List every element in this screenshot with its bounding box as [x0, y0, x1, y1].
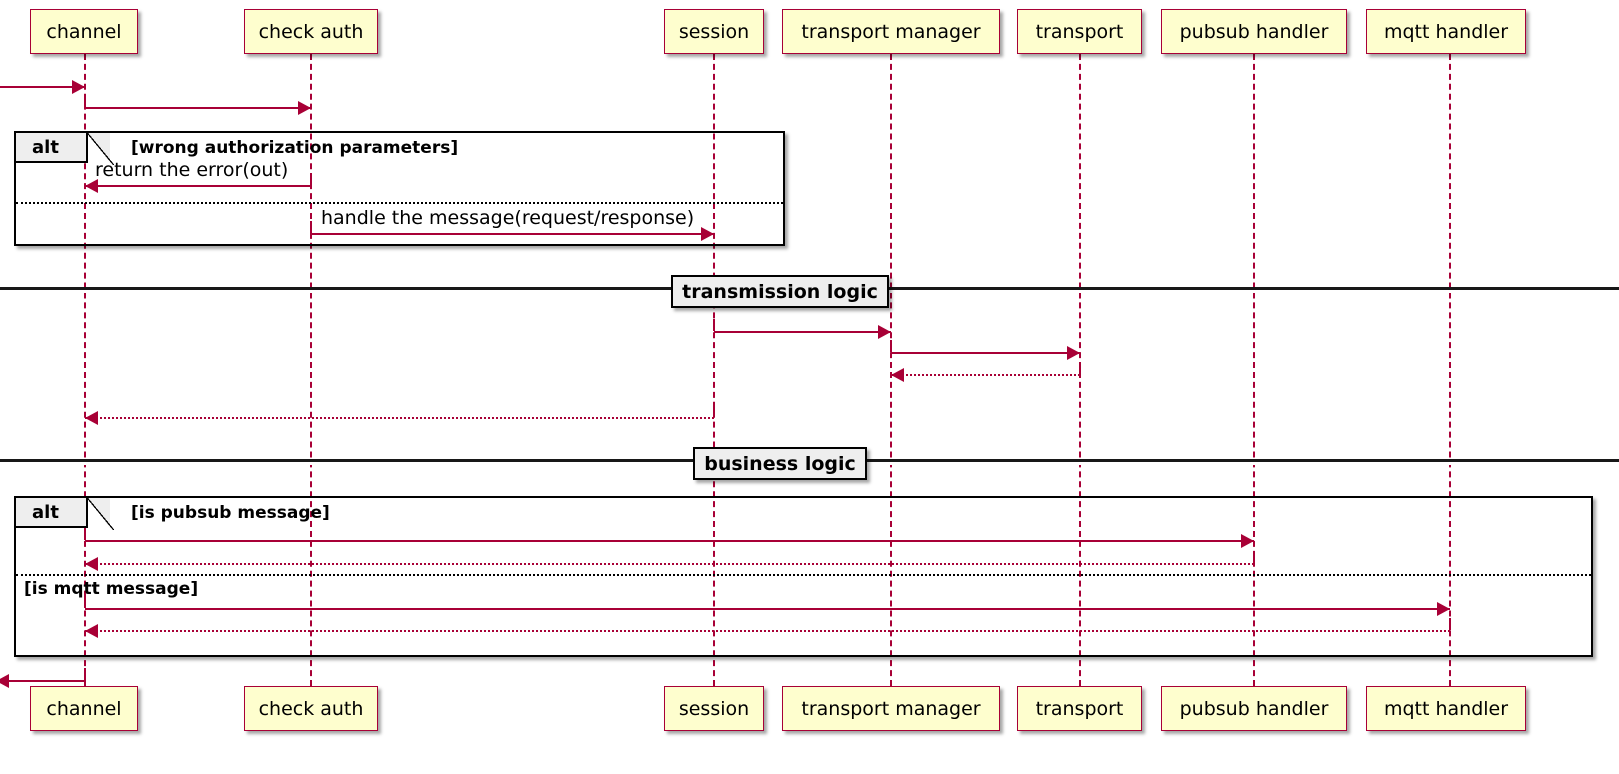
participant-label: mqtt handler [1383, 20, 1509, 43]
participant-label: channel [46, 20, 122, 43]
fragment-operator-auth-alt: alt [16, 133, 88, 163]
fragment-notch-edge-business-alt [86, 496, 114, 530]
participant-top-channel[interactable]: channel [30, 9, 138, 54]
divider-transmission-logic: transmission logic [671, 275, 889, 308]
participant-top-transport-manager[interactable]: transport manager [782, 9, 1000, 54]
message-arrowhead-m6 [1067, 346, 1080, 360]
message-line-m11 [85, 608, 1450, 610]
message-stub-m10 [1253, 551, 1255, 563]
message-arrowhead-m13 [0, 674, 9, 688]
participant-label: pubsub handler [1179, 20, 1329, 43]
participant-label: session [678, 697, 750, 720]
fragment-guard-secondary-business-alt: [is mqtt message] [24, 579, 199, 599]
lifeline-pubsub-handler [1253, 54, 1255, 686]
message-arrowhead-m3 [85, 179, 98, 193]
message-stub-m6 [890, 340, 892, 352]
divider-label: transmission logic [682, 280, 878, 303]
message-arrowhead-m8 [85, 411, 98, 425]
message-line-m5 [714, 331, 891, 333]
participant-label: transport manager [801, 20, 981, 43]
message-line-m9 [85, 540, 1254, 542]
divider-business-logic: business logic [693, 447, 867, 480]
fragment-auth-alt: alt [wrong authorization parameters] [14, 131, 785, 246]
message-stub-m9 [84, 528, 86, 540]
fragment-divider-business-alt [16, 574, 1591, 576]
message-stub-m3 [310, 173, 312, 185]
participant-bottom-transport[interactable]: transport [1017, 686, 1142, 731]
message-arrowhead-m9 [1241, 534, 1254, 548]
message-stub-m13 [84, 668, 86, 680]
message-line-m6 [891, 352, 1080, 354]
fragment-operator-label: alt [32, 501, 59, 523]
fragment-guard-primary-auth-alt: [wrong authorization parameters] [131, 138, 459, 158]
participant-top-session[interactable]: session [664, 9, 764, 54]
message-stub-m7 [1079, 362, 1081, 374]
participant-bottom-mqtt-handler[interactable]: mqtt handler [1366, 686, 1526, 731]
fragment-operator-business-alt: alt [16, 498, 88, 528]
message-line-m13 [0, 680, 85, 682]
participant-bottom-transport-manager[interactable]: transport manager [782, 686, 1000, 731]
fragment-guard-primary-business-alt: [is pubsub message] [131, 503, 330, 523]
message-arrowhead-m10 [85, 557, 98, 571]
message-stub-m11 [84, 596, 86, 608]
message-stub-m12 [1449, 618, 1451, 630]
participant-top-transport[interactable]: transport [1017, 9, 1142, 54]
lifeline-session [713, 54, 715, 686]
divider-label: business logic [704, 452, 856, 475]
message-stub-m8 [713, 405, 715, 417]
participant-top-pubsub-handler[interactable]: pubsub handler [1161, 9, 1347, 54]
message-stub-m2 [84, 95, 86, 107]
participant-label: check auth [258, 697, 364, 720]
message-line-m2 [85, 107, 311, 109]
participant-label: transport manager [801, 697, 981, 720]
lifeline-channel [84, 54, 86, 686]
message-line-m4 [311, 233, 714, 235]
message-line-m10 [85, 563, 1254, 565]
participant-bottom-check-auth[interactable]: check auth [244, 686, 378, 731]
message-label-m4: handle the message(request/response) [321, 207, 695, 229]
message-line-m1 [0, 86, 85, 88]
message-stub-m4 [310, 221, 312, 233]
fragment-business-alt: alt [is pubsub message] [is mqtt message] [14, 496, 1593, 657]
message-line-m12 [85, 630, 1450, 632]
lifeline-mqtt-handler [1449, 54, 1451, 686]
message-label-m3: return the error(out) [95, 159, 289, 181]
participant-label: transport [1035, 697, 1124, 720]
participant-bottom-session[interactable]: session [664, 686, 764, 731]
participant-label: transport [1035, 20, 1124, 43]
fragment-divider-auth-alt [16, 202, 783, 204]
participant-bottom-channel[interactable]: channel [30, 686, 138, 731]
participant-label: mqtt handler [1383, 697, 1509, 720]
participant-label: check auth [258, 20, 364, 43]
message-arrowhead-m11 [1437, 602, 1450, 616]
participant-label: session [678, 20, 750, 43]
participant-label: channel [46, 697, 122, 720]
participant-label: pubsub handler [1179, 697, 1329, 720]
message-arrowhead-m12 [85, 624, 98, 638]
fragment-operator-label: alt [32, 136, 59, 158]
participant-bottom-pubsub-handler[interactable]: pubsub handler [1161, 686, 1347, 731]
message-stub-m5 [713, 319, 715, 331]
lifeline-check-auth [310, 54, 312, 686]
message-line-m8 [85, 417, 714, 419]
message-arrowhead-m7 [891, 368, 904, 382]
participant-top-check-auth[interactable]: check auth [244, 9, 378, 54]
fragment-notch-edge-auth-alt [86, 131, 114, 165]
message-arrowhead-m4 [701, 227, 714, 241]
message-arrowhead-m1 [72, 80, 85, 94]
message-arrowhead-m2 [298, 101, 311, 115]
participant-top-mqtt-handler[interactable]: mqtt handler [1366, 9, 1526, 54]
message-arrowhead-m5 [878, 325, 891, 339]
message-line-m3 [85, 185, 311, 187]
message-line-m7 [891, 374, 1080, 376]
